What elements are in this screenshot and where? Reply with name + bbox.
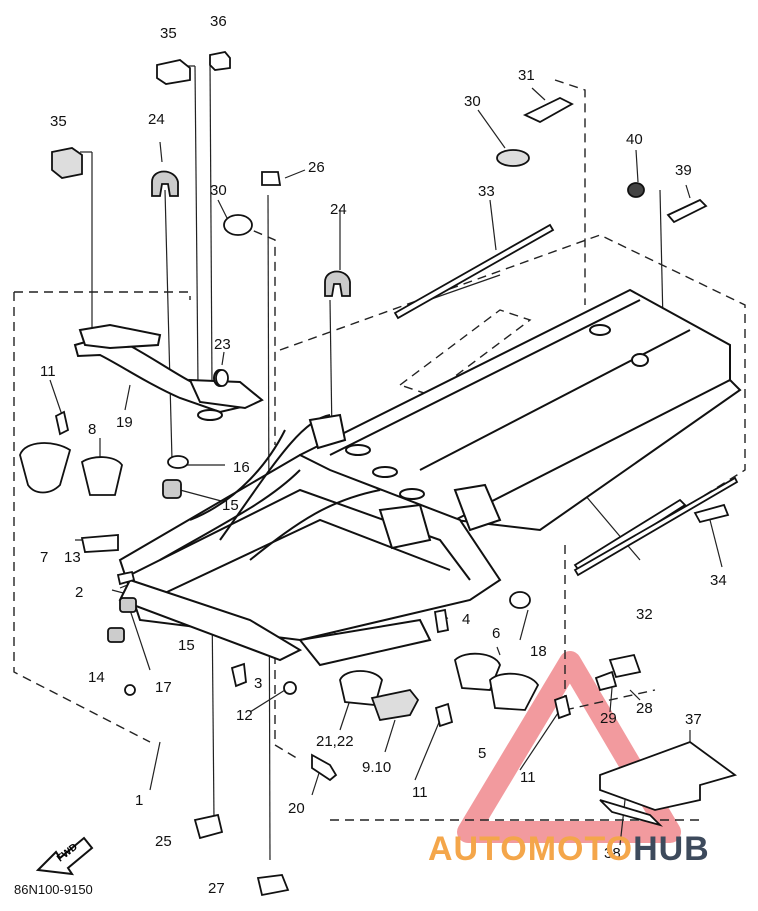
callout-1: 1 (135, 792, 143, 809)
steering-support-bar-19 (73, 323, 264, 421)
callout-26: 26 (308, 159, 325, 176)
frame-assembly (118, 288, 742, 667)
callout-34: 34 (710, 572, 727, 589)
callout-15-lower: 15 (178, 637, 195, 654)
callout-25: 25 (155, 833, 172, 850)
callout-33: 33 (478, 183, 495, 200)
small-parts (19, 51, 739, 897)
callout-labels: 1 2 3 4 5 6 7 8 9.10 11 11 11 12 13 14 1… (40, 13, 727, 897)
callout-11-right: 11 (520, 769, 536, 786)
callout-36: 36 (210, 13, 227, 30)
callout-24-right: 24 (330, 201, 347, 218)
callout-37: 37 (685, 711, 702, 728)
callout-6: 6 (492, 625, 500, 642)
callout-11-left: 11 (40, 363, 56, 380)
callout-35-top: 35 (160, 25, 177, 42)
drawing-code: 86N100-9150 (14, 882, 93, 897)
callout-30-right: 30 (464, 93, 481, 110)
watermark-logo-triangle (457, 651, 681, 843)
callout-20: 20 (288, 800, 305, 817)
callout-13: 13 (64, 549, 81, 566)
callout-28: 28 (636, 700, 653, 717)
watermark-part1: AUTOMOTO (428, 830, 634, 868)
callout-12: 12 (236, 707, 253, 724)
callout-18: 18 (530, 643, 547, 660)
callout-16: 16 (233, 459, 250, 476)
callout-14: 14 (88, 669, 105, 686)
callout-29: 29 (600, 710, 617, 727)
callout-24-left: 24 (148, 111, 165, 128)
callout-5: 5 (478, 745, 486, 762)
callout-11-center: 11 (412, 784, 428, 801)
callout-31: 31 (518, 67, 535, 84)
callout-38: 38 (604, 845, 621, 862)
callout-3: 3 (254, 675, 262, 692)
callout-35-left: 35 (50, 113, 67, 130)
callout-30-left: 30 (210, 182, 227, 199)
callout-7: 7 (40, 549, 48, 566)
callout-19: 19 (116, 414, 133, 431)
watermark-text: AUTOMOTOHUB (428, 830, 710, 869)
callout-23: 23 (214, 336, 231, 353)
callout-27: 27 (208, 880, 225, 897)
callout-8: 8 (88, 421, 96, 438)
forward-direction-arrow-icon: FWD (35, 836, 94, 876)
callout-39: 39 (675, 162, 692, 179)
callout-2: 2 (75, 584, 83, 601)
callout-21-22: 21,22 (316, 733, 354, 750)
callout-4: 4 (462, 611, 470, 628)
watermark-part2: HUB (633, 830, 710, 868)
callout-15-upper: 15 (222, 497, 239, 514)
callout-17: 17 (155, 679, 172, 696)
callout-32: 32 (636, 606, 653, 623)
callout-9-10: 9.10 (362, 759, 391, 776)
callout-40: 40 (626, 131, 643, 148)
